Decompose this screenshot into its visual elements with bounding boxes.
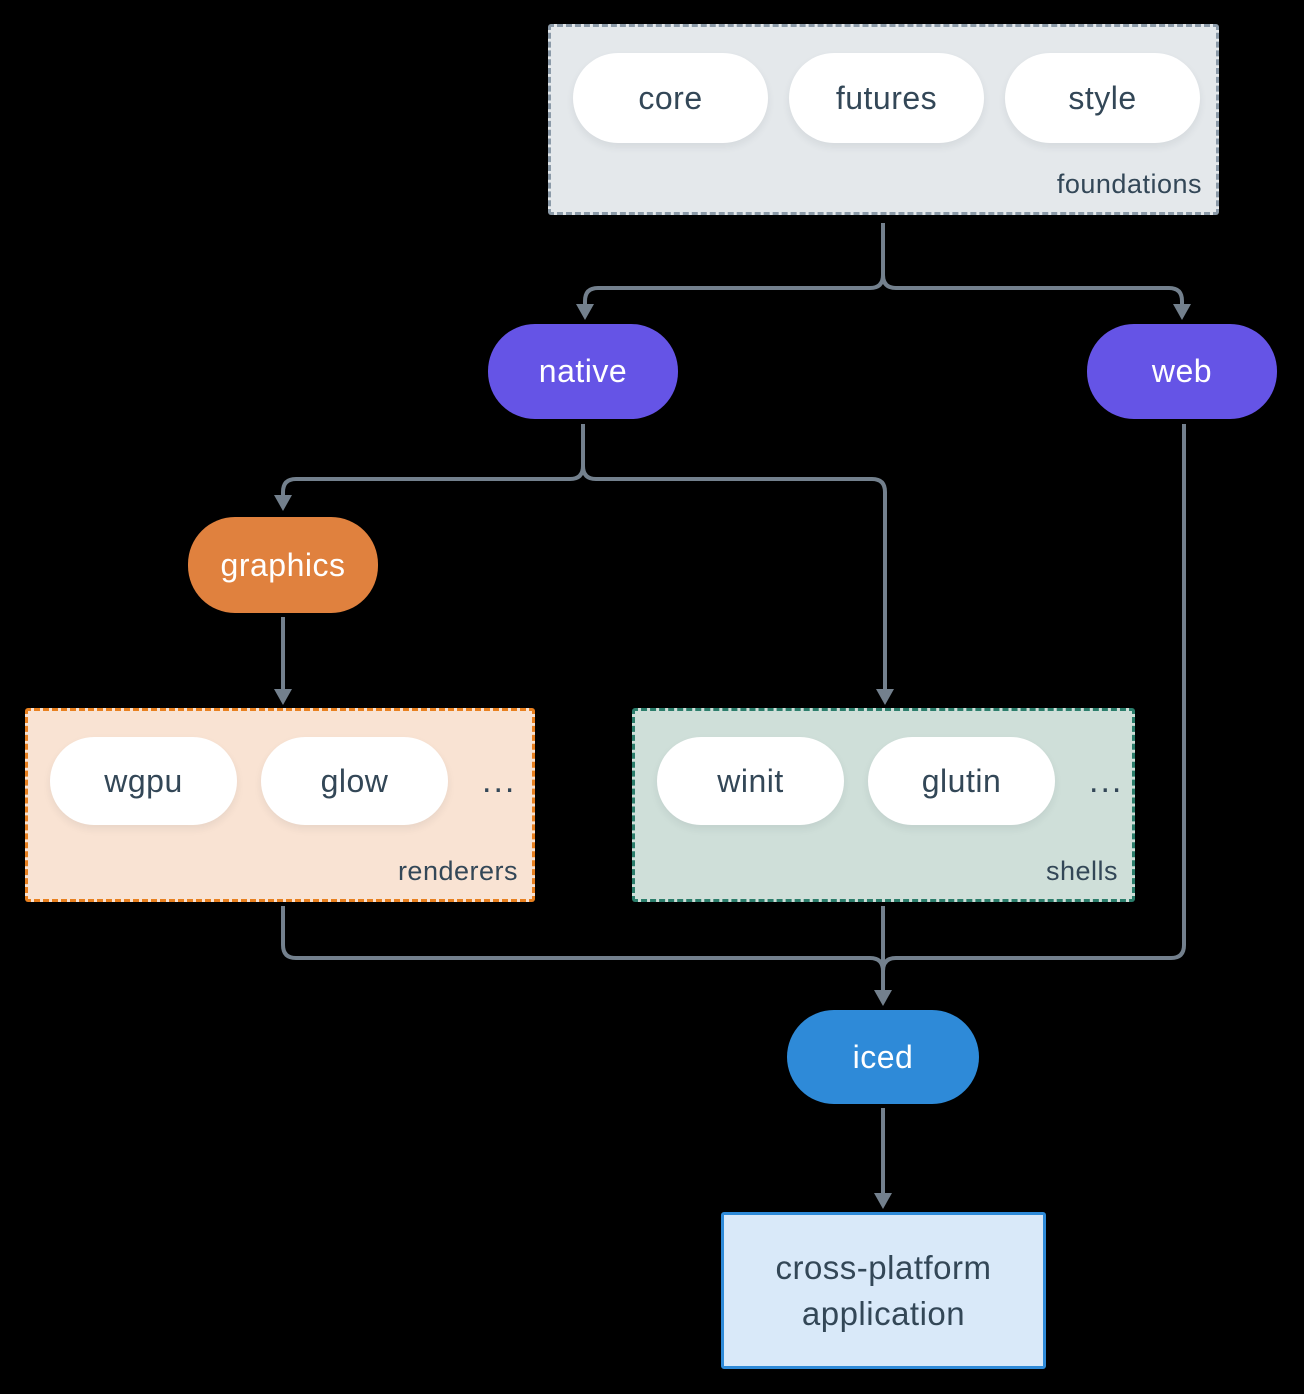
node-glow[interactable]: glow (261, 737, 448, 825)
node-web-label: web (1151, 353, 1213, 389)
node-native[interactable]: native (488, 324, 678, 419)
renderers-ellipsis: ... (482, 761, 517, 800)
arrowhead-application (874, 1193, 892, 1209)
node-web[interactable]: web (1087, 324, 1277, 419)
edge-renderers-iced (281, 906, 885, 972)
group-foundations: core futures style foundations (548, 24, 1219, 215)
node-graphics[interactable]: graphics (188, 517, 378, 613)
node-winit[interactable]: winit (657, 737, 844, 825)
application-label-line1: cross-platform (775, 1248, 992, 1286)
arrowhead-native (576, 304, 594, 320)
node-iced-label: iced (852, 1038, 914, 1075)
node-native-label: native (538, 353, 628, 389)
node-glutin-label: glutin (921, 762, 1002, 799)
renderers-pill-row: wgpu glow ... (50, 737, 516, 825)
node-iced[interactable]: iced (787, 1010, 979, 1104)
node-style[interactable]: style (1005, 53, 1200, 143)
shells-pill-row: winit glutin ... (657, 737, 1123, 825)
edge-foundations-web (881, 274, 1184, 305)
node-futures[interactable]: futures (789, 53, 984, 143)
group-renderers-label: renderers (397, 856, 518, 886)
foundations-pill-row: core futures style (573, 53, 1200, 143)
edge-foundations-native (583, 223, 885, 305)
group-renderers: wgpu glow ... renderers (25, 708, 535, 902)
arrowhead-shells (876, 689, 894, 705)
arrowhead-renderers (274, 689, 292, 705)
node-wgpu-label: wgpu (104, 762, 183, 799)
edge-native-shells (581, 465, 887, 689)
node-winit-label: winit (717, 762, 784, 799)
edge-native-graphics (281, 424, 585, 496)
arrowhead-iced (874, 990, 892, 1006)
node-wgpu[interactable]: wgpu (50, 737, 237, 825)
node-core[interactable]: core (573, 53, 768, 143)
group-foundations-label: foundations (1056, 169, 1202, 199)
node-style-label: style (1068, 79, 1137, 116)
shells-ellipsis: ... (1089, 761, 1124, 800)
group-shells: winit glutin ... shells (632, 708, 1135, 902)
node-graphics-label: graphics (220, 546, 346, 583)
arrowhead-graphics (274, 495, 292, 511)
node-glow-label: glow (320, 762, 389, 799)
node-futures-label: futures (835, 79, 938, 116)
arrowhead-web (1173, 304, 1191, 320)
node-glutin[interactable]: glutin (868, 737, 1055, 825)
node-core-label: core (638, 79, 703, 116)
application-label-line2: application (801, 1294, 966, 1332)
group-shells-label: shells (1045, 856, 1118, 886)
node-cross-platform-application[interactable]: cross-platform application (721, 1212, 1046, 1369)
